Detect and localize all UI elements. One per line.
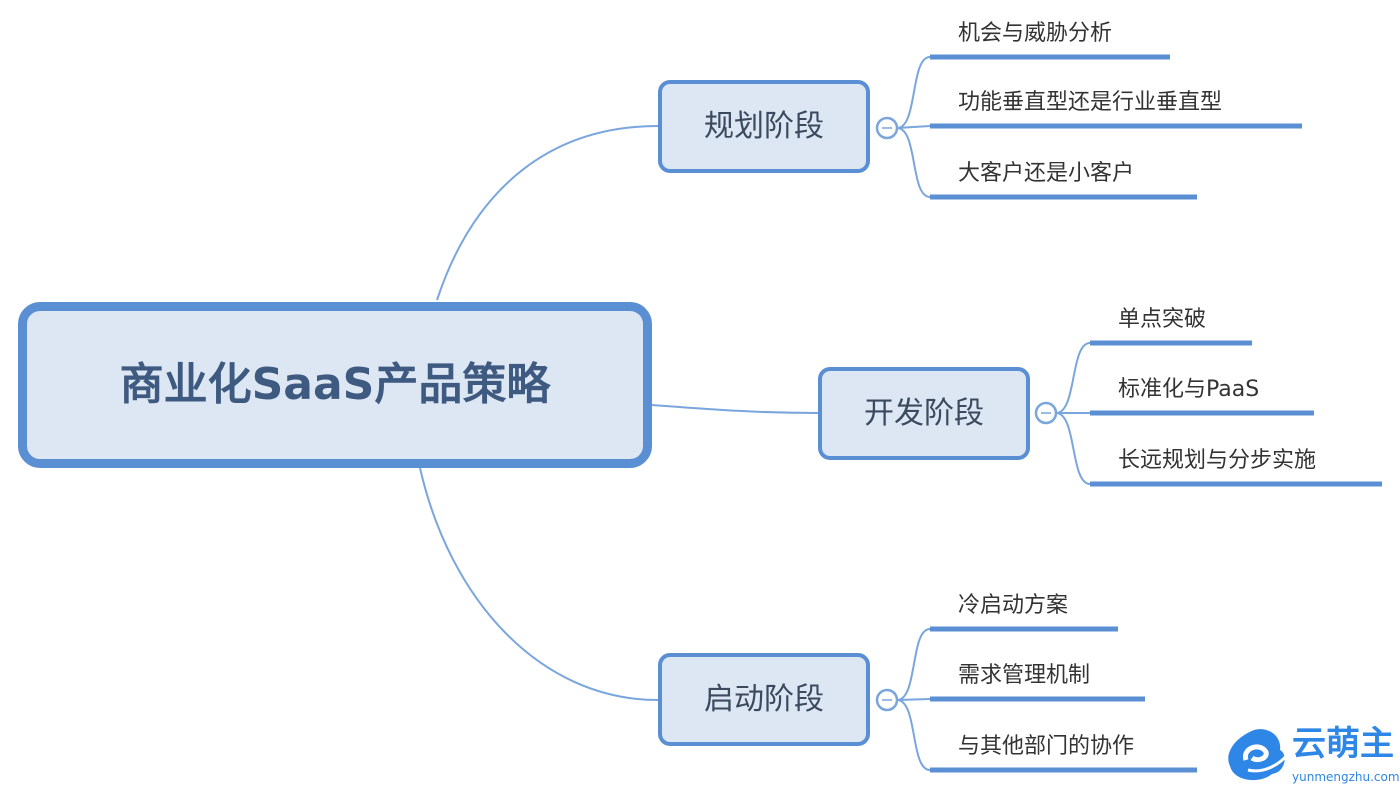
- logo-name: 云萌主: [1292, 724, 1394, 764]
- connector-root-branch-2: [651, 404, 819, 414]
- branch-label: 规划阶段: [704, 108, 824, 144]
- logo-url: yunmengzhu.com: [1292, 770, 1400, 784]
- leaf-node[interactable]: 需求管理机制: [958, 663, 1091, 688]
- collapse-toggle-branch-1[interactable]: [875, 116, 899, 140]
- branch-label: 开发阶段: [864, 395, 984, 431]
- cloud-logo-icon: [1228, 729, 1290, 781]
- leaf-node[interactable]: 冷启动方案: [958, 593, 1069, 618]
- connector-root-branch-3: [419, 467, 659, 701]
- branch-label: 启动阶段: [704, 681, 824, 717]
- watermark-logo: 云萌主 yunmengzhu.com: [1224, 724, 1400, 788]
- leaf-node[interactable]: 机会与威胁分析: [958, 21, 1113, 46]
- root-node[interactable]: 商业化SaaS产品策略: [18, 302, 652, 468]
- leaf-node[interactable]: 大客户还是小客户: [958, 161, 1135, 186]
- leaf-node[interactable]: 功能垂直型还是行业垂直型: [958, 90, 1223, 115]
- leaf-node[interactable]: 长远规划与分步实施: [1118, 448, 1317, 473]
- branch-node-development[interactable]: 开发阶段: [818, 367, 1030, 460]
- connector-root-branch-1: [436, 125, 659, 301]
- root-label: 商业化SaaS产品策略: [119, 358, 551, 410]
- leaf-node[interactable]: 与其他部门的协作: [958, 734, 1135, 759]
- collapse-toggle-branch-3[interactable]: [875, 688, 899, 712]
- collapse-toggle-branch-2[interactable]: [1034, 401, 1058, 425]
- branch-node-launch[interactable]: 启动阶段: [658, 653, 870, 746]
- branch-node-planning[interactable]: 规划阶段: [658, 80, 870, 173]
- leaf-node[interactable]: 单点突破: [1118, 307, 1207, 332]
- leaf-node[interactable]: 标准化与PaaS: [1118, 377, 1260, 402]
